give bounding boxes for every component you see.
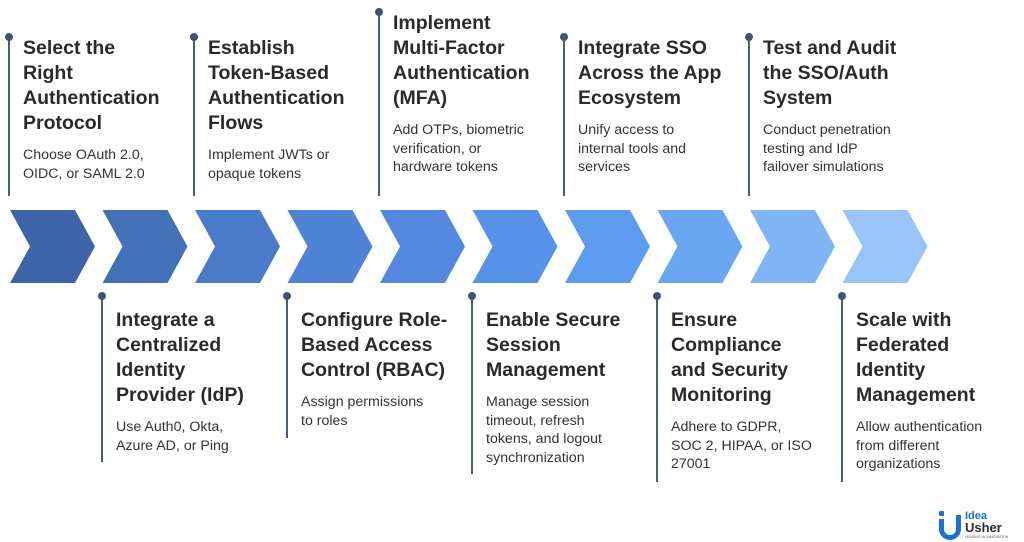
connector-line (101, 296, 103, 462)
connector-dot (375, 8, 383, 16)
chevron-step-10 (842, 210, 928, 283)
svg-text:Usher: Usher (965, 520, 1002, 535)
connector-dot (98, 292, 106, 300)
chevron-step-6 (472, 210, 558, 283)
chevron-step-3 (195, 210, 280, 283)
chevron-step-1 (10, 210, 95, 283)
step-description: Use Auth0, Okta,Azure AD, or Ping (116, 419, 229, 454)
connector-line (286, 296, 288, 438)
svg-text:Idea: Idea (965, 510, 988, 522)
idea-usher-logo: Idea Usher LEADING IN INNOVATION (939, 510, 1009, 540)
connector-dot (653, 292, 661, 300)
chevron-step-9 (750, 210, 835, 283)
step-description: Choose OAuth 2.0,OIDC, or SAML 2.0 (23, 147, 145, 182)
connector-dot (5, 33, 13, 41)
connector-line (563, 36, 565, 196)
connector-dot (560, 33, 568, 41)
chevron-step-4 (287, 210, 373, 283)
chevron-step-5 (380, 210, 465, 283)
connector-line (748, 36, 750, 196)
connector-line (378, 11, 380, 196)
connector-dot (468, 292, 476, 300)
connector-dot (838, 292, 846, 300)
connector-line (8, 36, 10, 196)
svg-text:LEADING IN INNOVATION: LEADING IN INNOVATION (965, 535, 1009, 539)
connector-line (193, 36, 195, 196)
connector-line (656, 296, 658, 482)
connector-line (841, 296, 843, 482)
connector-dot (190, 33, 198, 41)
chevron-step-8 (657, 210, 743, 283)
connector-dot (283, 292, 291, 300)
connector-line (471, 296, 473, 474)
chevron-step-2 (102, 210, 188, 283)
chevron-step-7 (565, 210, 650, 283)
connector-dot (745, 33, 753, 41)
